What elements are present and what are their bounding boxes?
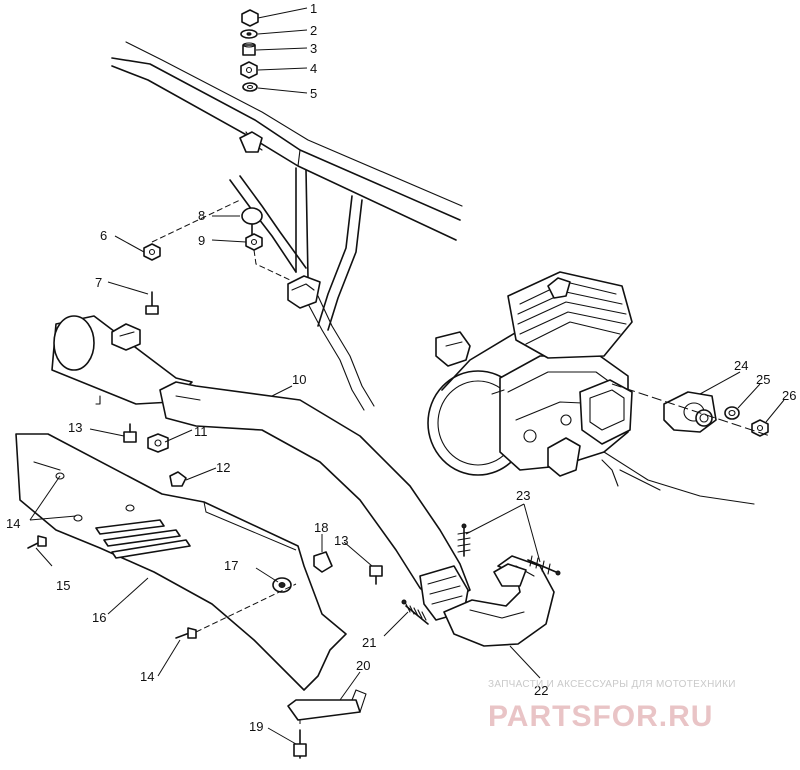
watermark-tagline: ЗАПЧАСТИ И АКСЕССУАРЫ ДЛЯ МОТОТЕХНИКИ — [488, 679, 736, 690]
watermark-brand: PARTSFOR.RU — [488, 700, 713, 733]
callout-6: 6 — [100, 228, 107, 243]
part-13-bolt-right — [369, 565, 383, 585]
spring-21 — [401, 599, 429, 625]
exhaust-flange-parts — [611, 383, 771, 437]
part-12-clip — [169, 471, 187, 487]
part-7-bolt — [145, 291, 159, 315]
callout-5: 5 — [310, 86, 317, 101]
callout-numbers: 1 2 3 4 5 6 7 8 9 10 11 12 13 13 14 14 1… — [6, 1, 796, 734]
muffler — [51, 315, 193, 405]
spring-23b — [527, 555, 561, 576]
part-14-screw-right — [175, 627, 197, 639]
callout-1: 1 — [310, 1, 317, 16]
callout-8: 8 — [198, 208, 205, 223]
callout-13-left: 13 — [68, 420, 82, 435]
part-19-bolt — [293, 729, 307, 759]
callout-24: 24 — [734, 358, 748, 373]
callout-3: 3 — [310, 41, 317, 56]
part-20-bracket — [287, 689, 367, 721]
part-9-nut — [245, 233, 263, 251]
spring-23a — [457, 523, 471, 557]
heat-shield — [15, 433, 347, 691]
part-1-cap — [241, 9, 259, 27]
part-8-bumper — [241, 207, 263, 237]
callout-26: 26 — [782, 388, 796, 403]
callout-13-right: 13 — [334, 533, 348, 548]
callout-15: 15 — [56, 578, 70, 593]
callout-12: 12 — [216, 460, 230, 475]
part-5-washer — [242, 82, 258, 92]
callout-7: 7 — [95, 275, 102, 290]
callout-21: 21 — [362, 635, 376, 650]
callout-18: 18 — [314, 520, 328, 535]
callout-19: 19 — [249, 719, 263, 734]
watermark: ЗАПЧАСТИ И АКСЕССУАРЫ ДЛЯ МОТОТЕХНИКИ PA… — [488, 679, 736, 733]
callout-4: 4 — [310, 61, 317, 76]
head-pipe — [443, 555, 555, 647]
part-15-screw — [27, 535, 47, 549]
callout-25: 25 — [756, 372, 770, 387]
callout-14-bottom: 14 — [140, 669, 154, 684]
fasteners — [27, 9, 383, 759]
part-2-washer — [240, 29, 258, 39]
callout-20: 20 — [356, 658, 370, 673]
callout-14-left: 14 — [6, 516, 20, 531]
part-3-grommet — [242, 42, 256, 56]
callout-10: 10 — [292, 372, 306, 387]
engine — [427, 271, 755, 505]
callout-22: 22 — [534, 683, 548, 698]
frame-assembly — [111, 41, 463, 411]
part-4-nut — [240, 61, 258, 79]
callout-16: 16 — [92, 610, 106, 625]
leader-lines — [29, 7, 785, 745]
part-18-clip — [313, 551, 333, 573]
part-11-nut — [147, 433, 169, 453]
part-6-nut — [143, 243, 161, 261]
callout-17: 17 — [224, 558, 238, 573]
part-13-bolt-left — [123, 423, 137, 443]
callout-2: 2 — [310, 23, 317, 38]
callout-23: 23 — [516, 488, 530, 503]
callout-11: 11 — [194, 424, 208, 439]
springs — [401, 523, 561, 625]
callout-9: 9 — [198, 233, 205, 248]
